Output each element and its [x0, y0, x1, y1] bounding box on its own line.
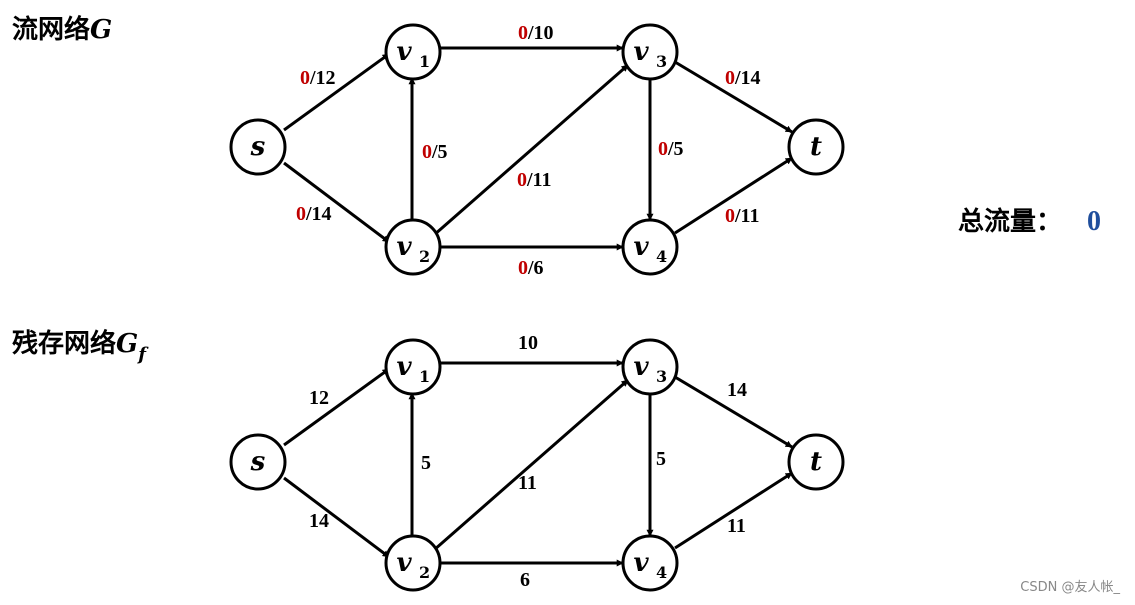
- svg-text:3: 3: [656, 52, 667, 71]
- residual-edge-v3-t: [674, 375, 793, 449]
- total-flow-value: 0: [1087, 206, 1101, 237]
- flow-label-v4-t: 0/11: [725, 205, 759, 227]
- residual-network-title: 残存网络Gf: [12, 328, 149, 365]
- svg-text:3: 3: [656, 367, 667, 386]
- flow-label-s-v2: 0/14: [296, 203, 332, 225]
- node-t: t: [787, 118, 845, 176]
- residual-label-s-v1: 12: [309, 387, 329, 409]
- residual-label-v2-v3: 11: [518, 472, 537, 494]
- node-v1: v 1: [384, 23, 442, 81]
- edge-s-v2: [283, 161, 390, 244]
- residual-label-v2-v1: 5: [421, 452, 431, 474]
- residual-node-v3: v 3: [621, 338, 679, 396]
- edge-v3-t: [674, 60, 793, 134]
- residual-edge-s-v2: [283, 476, 390, 559]
- node-v2: v 2: [384, 218, 442, 276]
- svg-text:v: v: [633, 548, 649, 578]
- svg-text:1: 1: [419, 52, 430, 71]
- svg-text:v: v: [396, 37, 412, 67]
- svg-text:4: 4: [656, 247, 667, 266]
- svg-text:v: v: [633, 352, 649, 382]
- residual-label-v1-v3: 10: [518, 332, 538, 354]
- residual-label-v4-t: 11: [727, 515, 746, 537]
- flow-label-s-v1: 0/12: [300, 67, 336, 89]
- svg-text:1: 1: [419, 367, 430, 386]
- svg-text:v: v: [396, 232, 412, 262]
- svg-text:v: v: [396, 548, 412, 578]
- flow-label-v2-v4: 0/6: [518, 257, 544, 279]
- svg-text:s: s: [250, 447, 266, 477]
- svg-text:2: 2: [419, 247, 430, 266]
- svg-text:v: v: [633, 37, 649, 67]
- residual-label-v2-v4: 6: [520, 569, 530, 591]
- residual-label-s-v2: 14: [309, 510, 329, 532]
- residual-edge-v2-v3: [433, 378, 629, 552]
- flow-label-v2-v1: 0/5: [422, 141, 448, 163]
- flow-network: 0/12 0/14 0/10 0/5 0/11 0/6 0/5 0/14 0/1…: [229, 22, 845, 279]
- residual-network: 12 14 10 5 11 6 5 14 11 s v 1 v 2 v 3 v: [229, 332, 845, 592]
- svg-text:s: s: [250, 132, 266, 162]
- node-v3: v 3: [621, 23, 679, 81]
- residual-node-v1: v 1: [384, 338, 442, 396]
- residual-label-v3-v4: 5: [656, 448, 666, 470]
- node-s: s: [229, 118, 287, 176]
- svg-text:t: t: [810, 447, 822, 477]
- flow-label-v3-v4: 0/5: [658, 138, 684, 160]
- residual-node-t: t: [787, 433, 845, 491]
- edge-v4-t: [674, 156, 793, 235]
- svg-text:t: t: [810, 132, 822, 162]
- flow-network-title: 流网络G: [12, 14, 112, 45]
- total-flow-label: 总流量：: [958, 207, 1062, 237]
- watermark-text: CSDN @友人帐_: [1020, 579, 1120, 595]
- residual-node-v4: v 4: [621, 534, 679, 592]
- residual-node-s: s: [229, 433, 287, 491]
- residual-edge-s-v1: [283, 367, 390, 447]
- residual-node-v2: v 2: [384, 534, 442, 592]
- svg-text:v: v: [633, 232, 649, 262]
- node-v4: v 4: [621, 218, 679, 276]
- svg-text:2: 2: [419, 563, 430, 582]
- flow-label-v2-v3: 0/11: [517, 169, 551, 191]
- edge-s-v1: [283, 52, 390, 132]
- edge-v2-v3: [433, 63, 629, 237]
- svg-text:v: v: [396, 352, 412, 382]
- residual-edge-v4-t: [674, 471, 793, 550]
- svg-text:4: 4: [656, 563, 667, 582]
- flow-label-v3-t: 0/14: [725, 67, 761, 89]
- flow-label-v1-v3: 0/10: [518, 22, 554, 44]
- residual-label-v3-t: 14: [727, 379, 747, 401]
